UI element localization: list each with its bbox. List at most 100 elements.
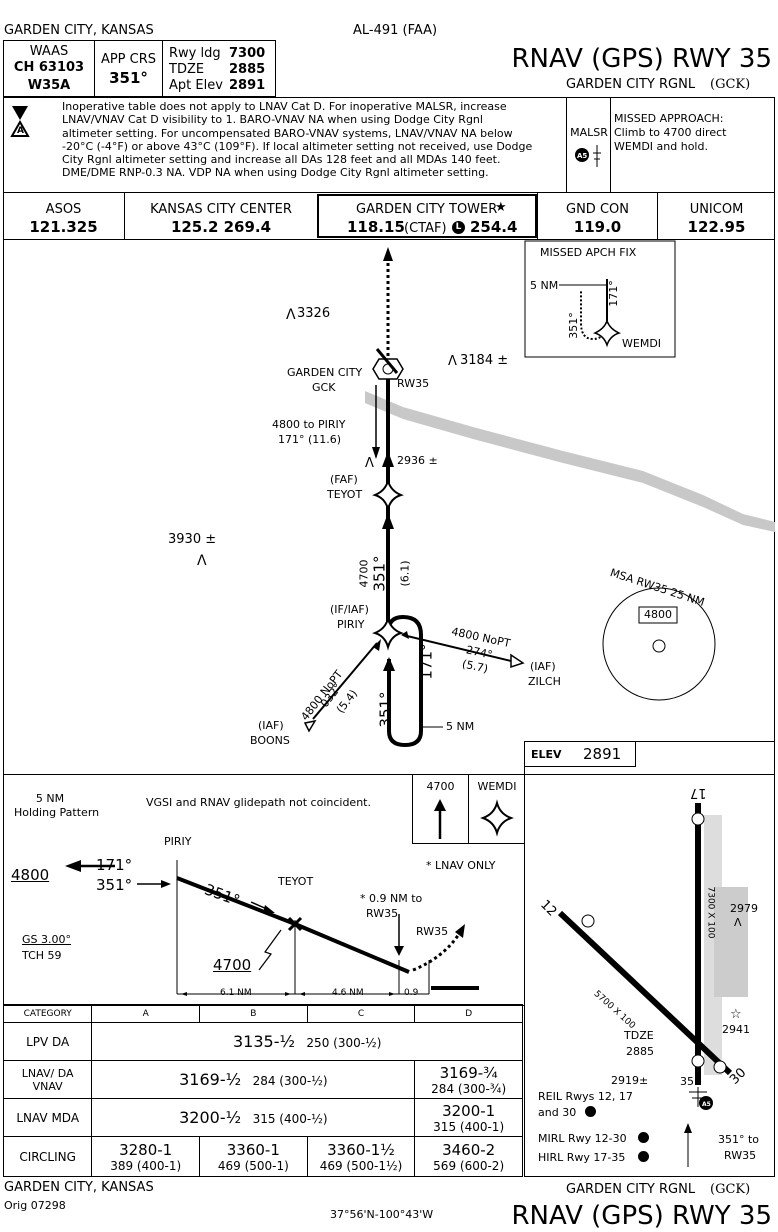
procedure-title: RNAV (GPS) RWY 35 [511,44,772,74]
ma-fix-name: WEMDI [477,780,517,793]
waas-box: WAAS CH 63103 W35A [3,40,95,97]
lpv-label: LPV DA [2,1022,93,1061]
obstacle-2941: 2941 [722,1023,750,1036]
hold-inbound-course: 171° [417,643,436,680]
faf-label: (FAF) [330,473,358,486]
msa-center-icon [652,639,666,653]
minimums-table: CATEGORY A B C D LPV DA 3135-½ 250 (300-… [2,1004,523,1177]
wemdi-fix-icon [480,799,514,837]
obstacle-2979: 2979 [730,902,758,915]
tower-freq: 118.15 [347,218,405,236]
asos-freq: 121.325 [29,218,98,236]
lpv-value: 3135-½ [232,1032,295,1051]
lnav-vnav-d-value: 3169-¾ [439,1063,498,1082]
note-line: altimeter setting. For uncompensated BAR… [62,126,513,140]
missed-apch-fix-label: MISSED APCH FIX [540,246,637,259]
lnav-vnav-label-1: LNAV/ [21,1066,55,1080]
svg-text:Λ: Λ [448,354,457,369]
rw35-label: RW35 [397,377,430,390]
gnd-label: GND CON [566,202,629,217]
planview-graphics: Λ Λ Λ Λ [197,240,775,748]
table-row: LPV DA 3135-½ 250 (300-½) [2,1022,523,1061]
rwy-35-label: 35 [680,1075,694,1088]
approach-lighting-icon [699,1096,713,1110]
tdze-value: 2885 [229,62,266,77]
airport-diagram-graphics: A5 [557,803,748,1167]
spot-elev-2936: 2936 ± [397,454,438,467]
lnav-abc-value: 3200-½ [179,1108,242,1127]
pcl-icon: L [452,221,465,234]
tower-uhf: 254.4 [470,218,518,236]
airport-ident: (GCK) [710,77,751,92]
missed-approach-icons: 4700 WEMDI [412,774,525,844]
to-piriy-course: 171° (11.6) [278,433,342,446]
footer-title: RNAV (GPS) RWY 35 [511,1201,772,1231]
part-time-star-icon: ★ [495,200,507,215]
profile-teyot: TEYOT [278,875,314,888]
unicom-label: UNICOM [689,202,744,217]
svg-text:Λ: Λ [365,456,374,471]
ma-climb-alt: 4700 [426,780,455,793]
hold-outbound-course: 351° [376,691,395,728]
notes-symbols: A [10,106,30,137]
lnav-d-sub: 315 (400-1) [433,1119,505,1134]
msa-altitude: 4800 [644,608,672,621]
rwy-ldg-value: 7300 [229,46,266,61]
footer-ident: (GCK) [710,1182,751,1197]
note-line: City Rgnl altimeter setting and increase… [62,153,501,167]
notes-text: Inoperative table does not apply to LNAV… [62,100,560,180]
hirl-note: HIRL Rwy 17-35 [538,1151,626,1164]
asos-label: ASOS [45,202,82,217]
zilch-label: ZILCH [528,675,561,688]
teyot-profile-icon [287,916,303,932]
boons-label: BOONS [250,734,290,747]
table-row: CATEGORY A B C D [2,1004,523,1023]
diagram-tdze-value: 2885 [626,1045,654,1058]
circling-a-sub: 389 (400-1) [110,1158,182,1173]
svg-text:A5: A5 [702,1101,711,1108]
boons-fix-icon [303,719,317,733]
volume-label: AL-491 (FAA) [353,23,438,38]
header-c: C [306,1004,416,1023]
missed-approach-line: MISSED APPROACH: [614,112,724,125]
wemdi-fix-icon [592,318,622,348]
inop-table-icon [12,106,28,120]
footer-coords: 37°56'N-100°43'W [330,1208,434,1221]
missed-approach-line: WEMDI and hold. [614,140,708,153]
note-line: -20°C (-4°F) or above 43°C (109°F). If l… [62,139,533,153]
obstacle-icon: Λ [734,916,742,929]
svg-text:A5: A5 [577,152,587,160]
vor-name: GARDEN CITY [287,366,363,379]
center-label: KANSAS CITY CENTER [150,202,292,217]
beacon-icon: ☆ [730,1007,742,1022]
tch: TCH 59 [22,949,62,962]
missed-approach-text: MISSED APPROACH: Climb to 4700 direct WE… [614,112,726,154]
malsr-label: MALSR [570,126,608,139]
lnav-only-note: * LNAV ONLY [426,859,496,872]
rwy-17-35-dims: 7300 X 100 [705,886,716,939]
obstacle-2919: 2919± [611,1074,649,1087]
vdp-runway: RW35 [366,907,399,920]
leg-altitude: 4700 [357,559,371,588]
circling-b-sub: 469 (500-1) [217,1158,289,1173]
vgsi-note: VGSI and RNAV glidepath not coincident. [146,796,371,809]
diagram-tdze-label: TDZE [624,1029,654,1042]
if-iaf-label: (IF/IAF) [330,603,369,616]
unicom-freq: 122.95 [687,218,746,236]
lnav-vnav-abc-value: 3169-½ [179,1070,242,1089]
gnd-freq: 119.0 [573,218,622,236]
circling-c-sub: 469 (500-1½) [319,1158,403,1173]
dist-piriy-teyot: 6.1 NM [220,988,252,998]
footer-location: GARDEN CITY, KANSAS [4,1180,154,1195]
lpv-sub: 250 (300-½) [306,1036,382,1050]
waas-channel: CH 63103 [13,60,85,75]
zilch-iaf-label: (IAF) [530,660,556,673]
vor-ident: GCK [312,381,336,394]
apt-elev-label: Apt Elev [169,78,223,93]
ctaf-label: (CTAF) [404,221,447,236]
